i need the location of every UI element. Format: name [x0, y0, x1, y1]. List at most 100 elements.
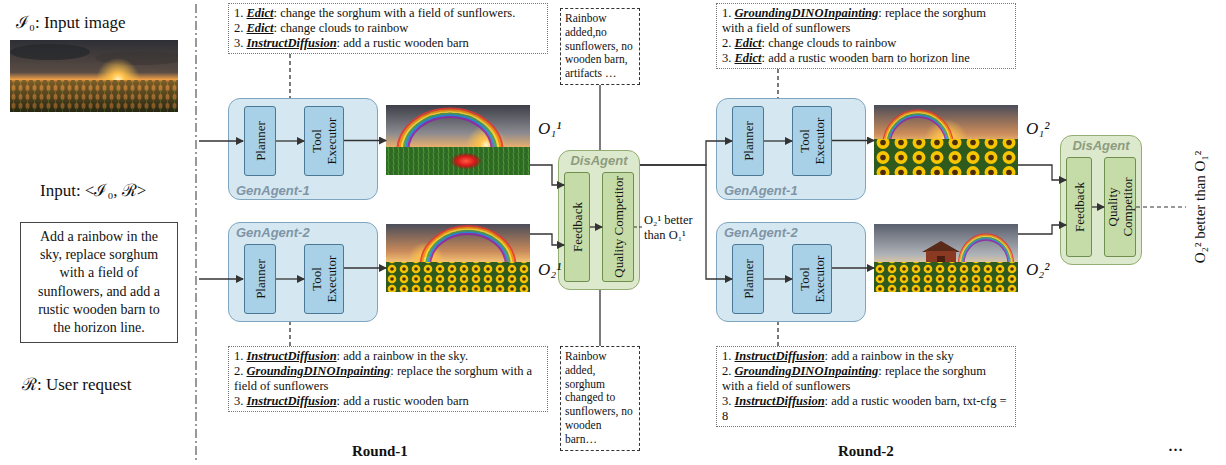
- output-symbol: O₂²: [1026, 260, 1049, 280]
- plan-box: 1. Edict: change the sorghum with a fiel…: [228, 3, 548, 54]
- output-image-outline: [874, 224, 1018, 292]
- connector-arrow: [289, 322, 290, 346]
- connector-arrow: [599, 85, 600, 150]
- connector-arrow: [599, 290, 600, 346]
- connector-arrow: [777, 322, 778, 346]
- diagram-label: Round-1: [352, 443, 408, 460]
- agent-name: GenAgent-2: [236, 225, 310, 240]
- diagram-label: O₂² better than O₁²: [1192, 151, 1209, 263]
- module-name: Planner: [253, 110, 268, 172]
- connector-arrow: [1018, 225, 1066, 234]
- output-image-outline: [386, 105, 530, 175]
- tool-name: Edict: [735, 51, 762, 65]
- module-name: Quality Competitor: [611, 176, 626, 278]
- feedback-box: Rainbow added, sorghum changed to sunflo…: [560, 346, 640, 451]
- module-box: Tool Executor: [304, 106, 344, 176]
- output-image: O₁²: [874, 105, 1018, 175]
- diagram-label: ℛ: User request: [22, 372, 131, 395]
- output-image: O₁¹: [386, 105, 530, 175]
- plan-step: 1. GroundingDINOInpainting: replace the …: [722, 6, 1010, 36]
- feedback-text: Rainbow added, sorghum changed to sunflo…: [565, 350, 635, 447]
- feedback-text: Rainbow added,no sunflowers, no wooden b…: [565, 12, 635, 81]
- input-image: [10, 40, 185, 112]
- output-symbol: O₂¹: [538, 260, 561, 280]
- output-image: O₂²: [874, 224, 1018, 292]
- output-image-outline: [874, 105, 1018, 175]
- module-name: Quality Competitor: [1105, 161, 1135, 253]
- module-box: Quality Competitor: [602, 172, 634, 282]
- agent-name: GenAgent-1: [236, 183, 310, 198]
- tool-name: Edict: [735, 36, 762, 50]
- plan-step: 3. InstructDiffusion: add a rustic woode…: [234, 394, 542, 409]
- agent-box: GenAgent-1 Planner Tool Executor: [228, 98, 378, 200]
- plan-step: 2. GroundingDINOInpainting: replace the …: [234, 364, 542, 394]
- module-box: Tool Executor: [792, 244, 832, 314]
- agent-name: GenAgent-2: [724, 225, 798, 240]
- plan-box: 1. InstructDiffusion: add a rainbow in t…: [716, 346, 1016, 427]
- module-box: Tool Executor: [792, 106, 832, 176]
- verdict-leader: [1136, 206, 1186, 207]
- agent-box: GenAgent-2Planner Tool Executor: [716, 222, 866, 322]
- module-box: Planner: [732, 106, 764, 176]
- output-picture: [386, 105, 530, 175]
- tool-name: InstructDiffusion: [247, 36, 337, 50]
- module-box: Planner: [244, 244, 276, 314]
- round-separator: [195, 4, 196, 461]
- agent-box: GenAgent-1 Planner Tool Executor: [716, 98, 866, 200]
- plan-step: 1. Edict: change the sorghum with a fiel…: [234, 6, 542, 21]
- module-name: Tool Executor: [309, 110, 339, 172]
- output-image-outline: [386, 224, 530, 292]
- plan-step: 1. InstructDiffusion: add a rainbow in t…: [234, 349, 542, 364]
- tool-name: GroundingDINOInpainting: [735, 364, 879, 378]
- plan-step: 3. InstructDiffusion: add a rustic woode…: [234, 36, 542, 51]
- module-name: Tool Executor: [309, 248, 339, 310]
- connector-arrow: [1018, 165, 1066, 180]
- module-name: Tool Executor: [797, 248, 827, 310]
- diagram-label: Input: <ℐ₀, ℛ>: [40, 178, 146, 201]
- agent-name: DisAgent: [558, 153, 640, 168]
- tool-name: Edict: [247, 21, 274, 35]
- agent-box: GenAgent-2Planner Tool Executor: [228, 222, 378, 322]
- output-picture: [874, 224, 1018, 292]
- plan-step: 2. GroundingDINOInpainting: replace the …: [722, 364, 1010, 394]
- plan-box: 1. InstructDiffusion: add a rainbow in t…: [228, 346, 548, 412]
- tool-name: GroundingDINOInpainting: [247, 364, 391, 378]
- discriminator-box: DisAgentFeedback Quality Competitor: [558, 150, 640, 290]
- request-text: Add a rainbow in the sky, replace sorghu…: [28, 228, 170, 337]
- plan-step: 3. InstructDiffusion: add a rustic woode…: [722, 394, 1010, 424]
- connector-arrow: [777, 69, 778, 98]
- module-box: Planner: [244, 106, 276, 176]
- diagram-label: …: [1168, 438, 1183, 455]
- module-box: Feedback: [1066, 157, 1092, 257]
- plan-step: 3. Edict: add a rustic wooden barn to ho…: [722, 51, 1010, 66]
- tool-name: GroundingDINOInpainting: [735, 6, 879, 20]
- module-box: Quality Competitor: [1104, 157, 1136, 257]
- module-name: Feedback: [1072, 161, 1087, 253]
- tool-name: Edict: [247, 6, 274, 20]
- tool-name: InstructDiffusion: [735, 349, 825, 363]
- module-box: Tool Executor: [304, 244, 344, 314]
- request-box: Add a rainbow in the sky, replace sorghu…: [20, 222, 178, 343]
- plan-step: 2. Edict: change clouds to rainbow: [722, 36, 1010, 51]
- output-picture: [386, 224, 530, 292]
- module-name: Planner: [741, 248, 756, 310]
- module-name: Tool Executor: [797, 110, 827, 172]
- module-box: Feedback: [564, 172, 590, 282]
- agent-name: GenAgent-1: [724, 183, 798, 198]
- module-name: Planner: [741, 110, 756, 172]
- module-name: Feedback: [570, 176, 585, 278]
- output-symbol: O₁¹: [538, 119, 561, 139]
- plan-box: 1. GroundingDINOInpainting: replace the …: [716, 3, 1016, 69]
- connector-arrow: [289, 54, 290, 98]
- tool-name: InstructDiffusion: [735, 394, 825, 408]
- agent-name: DisAgent: [1060, 138, 1142, 153]
- diagram-label: O₂¹ better than O₁¹: [644, 213, 700, 243]
- tool-name: InstructDiffusion: [247, 349, 337, 363]
- plan-step: 1. InstructDiffusion: add a rainbow in t…: [722, 349, 1010, 364]
- plan-step: 2. Edict: change clouds to rainbow: [234, 21, 542, 36]
- tool-name: InstructDiffusion: [247, 394, 337, 408]
- diagram-label: Round-2: [838, 443, 894, 460]
- feedback-box: Rainbow added,no sunflowers, no wooden b…: [560, 8, 640, 85]
- output-image: O₂¹: [386, 224, 530, 292]
- diagram-label: ℐ₀: Input image: [16, 10, 126, 33]
